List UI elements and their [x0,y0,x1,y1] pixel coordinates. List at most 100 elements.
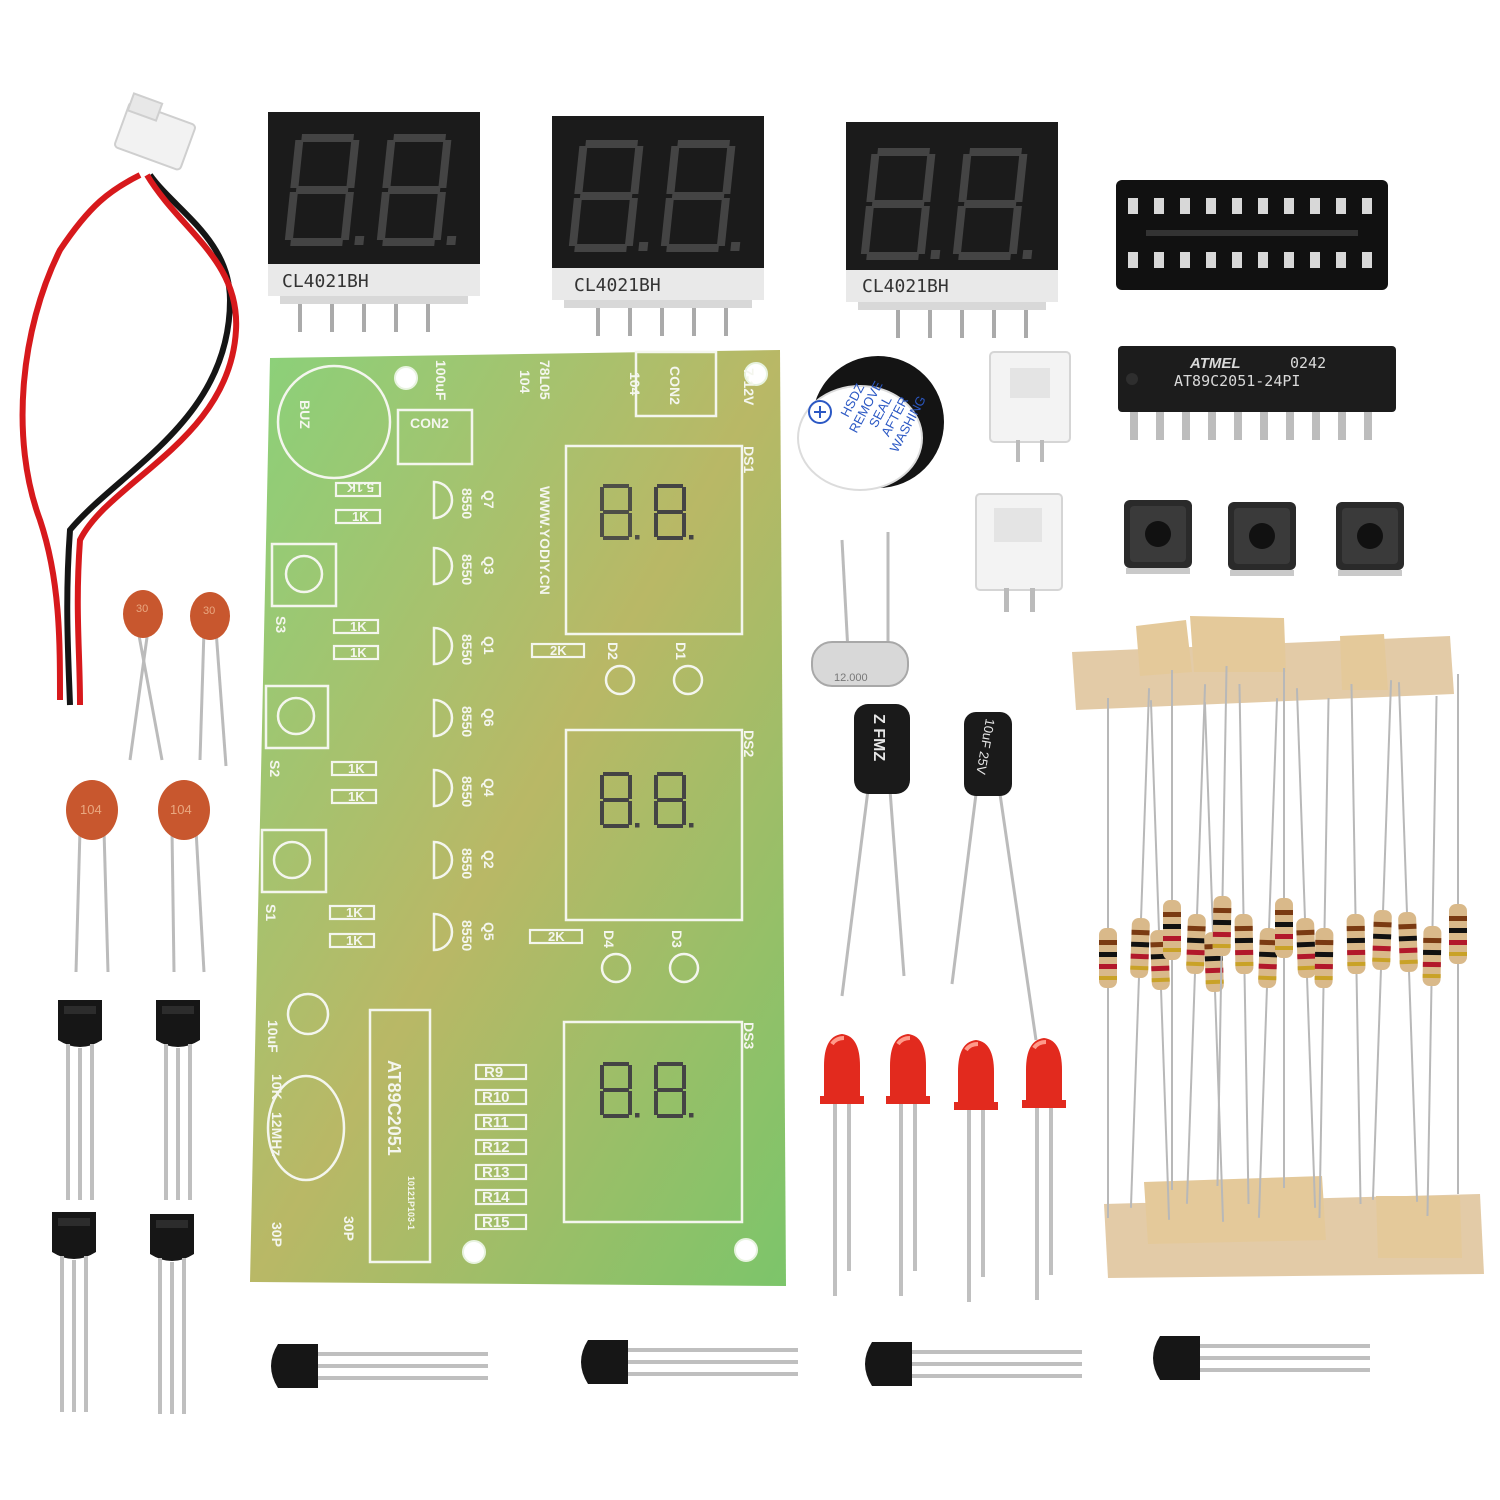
pcb-s2: S2 [267,760,283,777]
red-led-1 [818,1032,866,1298]
pcb-r2-value: 1K [350,645,367,660]
ceramic-104-a-label: 104 [80,802,102,817]
mcu-brand: ATMEL [1189,355,1241,372]
mcu-date-code: 0242 [1290,354,1326,372]
wire-connector [114,92,196,171]
pcb-r6-value: 1K [346,933,363,948]
ceramic-capacitor-30-b: 30 [190,592,230,767]
transistor-6 [579,1338,800,1386]
pcb-chip-label: AT89C2051 [384,1060,404,1156]
pcb-q1-ref: Q1 [481,636,497,655]
pcb-q7-model: 8550 [459,488,475,519]
electrolytic-capacitor-a: Z FMZ [840,704,910,997]
pcb-r16-value: 2K [550,643,567,658]
pcb-d1: D1 [673,642,689,660]
pcb-cap-104-b: 104 [517,370,533,394]
ceramic-capacitor-30-a: 30 [123,590,164,761]
pcb-res-10k: 10K [269,1074,285,1100]
pcb-res-r10: R10 [482,1089,510,1106]
pcb-q1-model: 8550 [459,634,475,665]
pcb-cap-104-a: 104 [627,372,643,396]
pcb-q7-ref: Q7 [481,490,497,509]
pcb-power-label: 7-12V [741,368,757,406]
pcb-q6-ref: Q6 [481,708,497,727]
pcb-res-r12: R12 [482,1139,510,1156]
header-connector-1 [989,351,1071,462]
transistor-2 [154,998,202,1202]
pcb-cap-30p-b: 30P [269,1222,285,1247]
ceramic-capacitor-104-a: 104 [66,780,118,973]
mcu-part: AT89C2051-24PI [1174,372,1300,390]
pcb-ds3: DS3 [741,1022,757,1049]
pcb-ds1: DS1 [741,446,757,473]
transistor-8 [1151,1334,1372,1382]
red-led-4 [1020,1036,1068,1302]
pcb-cap-10uf: 10uF [265,1020,281,1053]
pcb-r7-value: 1K [348,761,365,776]
pcb-q6-model: 8550 [459,706,475,737]
pcb-regulator: 78L05 [537,360,553,400]
transistor-1 [56,998,104,1202]
electrolytic-capacitor-b: 10uF 25V [950,712,1038,1041]
resistor-strip [1072,616,1484,1278]
ceramic-104-b-label: 104 [170,802,192,817]
pcb-q5-ref: Q5 [481,922,497,941]
red-led-3 [952,1038,1000,1304]
buzzer: HSDZ REMOVE SEAL AFTER WASHING [797,356,944,491]
pcb-res-r9: R9 [484,1064,503,1081]
pcb-cap-100uf: 100uF [433,360,449,401]
tactile-button-1 [1124,500,1192,574]
transistor-4 [148,1212,196,1416]
header-connector-2 [975,493,1063,612]
pcb-s3: S3 [273,616,289,633]
pcb-r8-value: 1K [352,509,369,524]
ceramic-30-a-label: 30 [136,603,148,615]
pcb-res-r13: R13 [482,1164,510,1181]
red-led-2 [884,1032,932,1298]
pcb-d4: D4 [601,930,617,948]
pcb-con2-right: CON2 [667,366,683,405]
transistor-5 [269,1342,490,1390]
display-2-label: CL4021BH [574,275,661,296]
pcb-r17-value: 2K [548,929,565,944]
pcb-con2-top: CON2 [410,415,449,431]
pcb-chip-sub: 10121P103-1 [406,1176,416,1230]
crystal-oscillator: 12.000 [811,532,909,687]
pcb-q4-ref: Q4 [481,778,497,797]
transistor-7 [863,1340,1084,1388]
power-wire [19,92,240,706]
seven-segment-display-3: CL4021BH [846,122,1058,338]
display-1-label: CL4021BH [282,271,369,292]
pcb-d2: D2 [605,642,621,660]
pcb-q4-model: 8550 [459,776,475,807]
pcb-q2-model: 8550 [459,848,475,879]
pcb-q2-ref: Q2 [481,850,497,869]
pcb-ds2: DS2 [741,730,757,757]
seven-segment-display-1: CL4021BH [268,112,480,332]
pcb-r3-value: 1K [346,905,363,920]
pcb-buz-label: BUZ [297,400,313,429]
pcb-r5-value: 1K [348,789,365,804]
pcb-r18-value: 5.1K [346,480,374,495]
ceramic-capacitor-104-b: 104 [158,780,210,973]
pcb-s1: S1 [263,904,279,921]
tactile-button-3 [1336,502,1404,576]
crystal-label: 12.000 [834,672,868,684]
pcb-crystal-12mhz: 12MHz [269,1112,285,1156]
electrolytic-a-label: Z FMZ [870,714,887,761]
pcb-q5-model: 8550 [459,920,475,951]
pcb-r4-value: 1K [350,619,367,634]
pcb-q3-ref: Q3 [481,556,497,575]
pcb-d3: D3 [669,930,685,948]
pcb-res-r11: R11 [482,1114,509,1131]
mcu-chip: ATMEL 0242 AT89C2051-24PI [1118,346,1396,440]
tactile-button-2 [1228,502,1296,576]
transistor-3 [50,1210,98,1414]
seven-segment-display-2: CL4021BH [552,116,764,336]
pcb-res-r14: R14 [482,1189,510,1206]
pcb-website: WWW.YODIY.CN [537,486,553,595]
ic-socket [1116,180,1388,290]
display-3-label: CL4021BH [862,276,949,297]
pcb-q3-model: 8550 [459,554,475,585]
